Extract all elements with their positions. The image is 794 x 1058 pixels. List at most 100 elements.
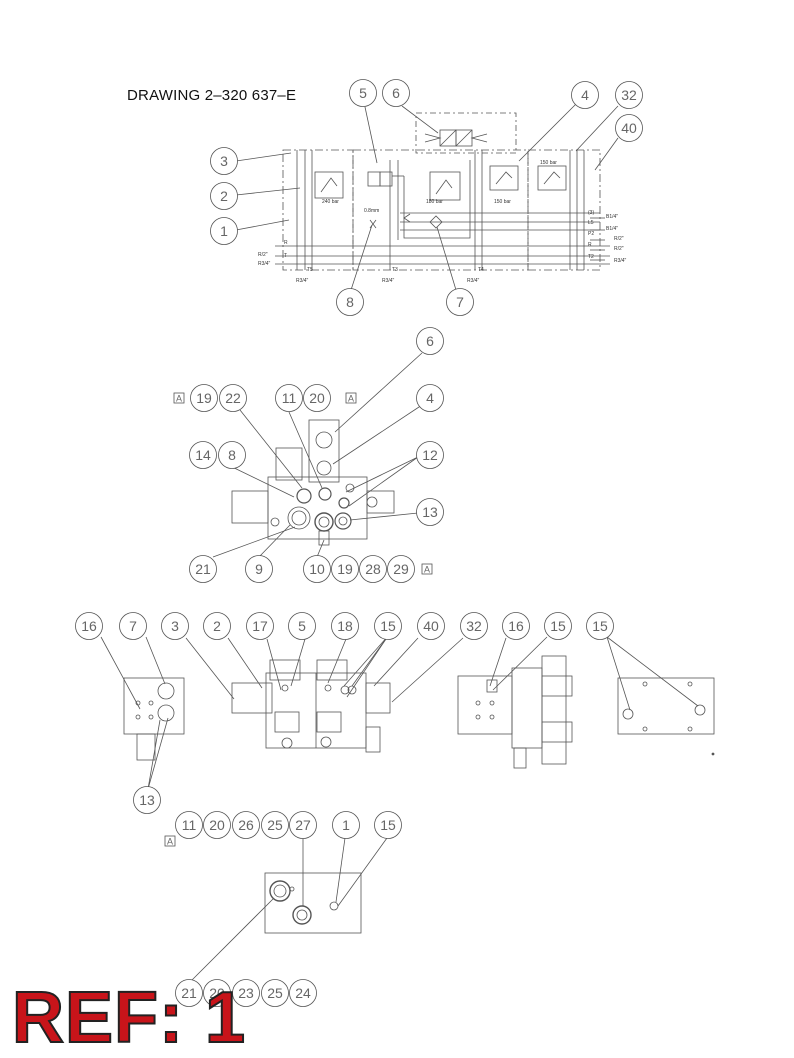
svg-text:32: 32 <box>621 87 637 103</box>
valve-setting-label: 240 bar <box>322 199 339 205</box>
callout-balloon-40: 40 <box>615 114 643 142</box>
svg-text:16: 16 <box>508 618 524 634</box>
svg-text:29: 29 <box>393 561 409 577</box>
svg-text:10: 10 <box>309 561 325 577</box>
callout-balloon-4: 4 <box>571 81 599 109</box>
callout-balloon-25: 25 <box>261 979 289 1007</box>
svg-text:A: A <box>176 394 182 404</box>
port-label: T2 <box>588 254 594 260</box>
valve-setting-label: 0.8mm <box>364 208 379 214</box>
section-mark-A: A <box>164 835 176 847</box>
port-label: P2 <box>588 231 594 237</box>
svg-text:21: 21 <box>195 561 211 577</box>
svg-text:25: 25 <box>267 985 283 1001</box>
svg-text:16: 16 <box>81 618 97 634</box>
callout-balloon-25: 25 <box>261 811 289 839</box>
section-mark-A: A <box>345 392 357 404</box>
port-label: (3) <box>588 210 594 216</box>
callout-balloon-32: 32 <box>460 612 488 640</box>
callout-balloon-3: 3 <box>161 612 189 640</box>
svg-text:20: 20 <box>209 985 225 1001</box>
section-mark-A: A <box>421 563 433 575</box>
port-label: R3/4" <box>296 278 309 284</box>
svg-text:3: 3 <box>220 153 228 169</box>
port-label: T4 <box>478 267 484 273</box>
svg-text:40: 40 <box>423 618 439 634</box>
port-label: T5 <box>307 267 313 273</box>
svg-text:40: 40 <box>621 120 637 136</box>
port-label: L5 <box>588 220 594 226</box>
svg-text:2: 2 <box>220 188 228 204</box>
port-label: B1/4" <box>606 214 618 220</box>
callout-balloon-27: 27 <box>289 811 317 839</box>
callout-balloon-15: 15 <box>374 612 402 640</box>
port-label: R3/4" <box>614 258 627 264</box>
svg-text:1: 1 <box>342 817 350 833</box>
svg-text:4: 4 <box>426 390 434 406</box>
svg-text:A: A <box>167 837 173 847</box>
port-label: R3/4" <box>467 278 480 284</box>
callout-balloon-16: 16 <box>75 612 103 640</box>
callout-balloon-5: 5 <box>349 79 377 107</box>
callout-balloon-2: 2 <box>203 612 231 640</box>
manifold-bottom-view <box>189 837 388 983</box>
svg-text:15: 15 <box>592 618 608 634</box>
callout-balloon-26: 26 <box>232 811 260 839</box>
port-label: R3/4" <box>382 278 395 284</box>
callout-balloon-20: 20 <box>303 384 331 412</box>
callout-balloon-7: 7 <box>446 288 474 316</box>
callout-balloon-1: 1 <box>332 811 360 839</box>
valve-setting-label: 180 bar <box>426 199 443 205</box>
callout-balloon-21: 21 <box>189 555 217 583</box>
callout-balloon-20: 20 <box>203 979 231 1007</box>
svg-text:20: 20 <box>209 817 225 833</box>
svg-text:18: 18 <box>337 618 353 634</box>
callout-balloon-17: 17 <box>246 612 274 640</box>
callout-balloon-13: 13 <box>133 786 161 814</box>
callout-balloon-7: 7 <box>119 612 147 640</box>
port-label: R3/4" <box>258 261 271 267</box>
svg-text:19: 19 <box>337 561 353 577</box>
svg-text:27: 27 <box>295 817 311 833</box>
svg-text:17: 17 <box>252 618 268 634</box>
callout-balloon-18: 18 <box>331 612 359 640</box>
hydraulic-schematic <box>235 103 619 291</box>
svg-text:7: 7 <box>129 618 137 634</box>
drawing-title: DRAWING 2–320 637–E <box>127 87 297 104</box>
port-label: R <box>588 242 592 248</box>
callout-balloon-20: 20 <box>203 811 231 839</box>
callout-balloon-6: 6 <box>382 79 410 107</box>
svg-text:1: 1 <box>220 223 228 239</box>
svg-text:19: 19 <box>196 390 212 406</box>
callout-balloon-15: 15 <box>586 612 614 640</box>
callout-balloon-24: 24 <box>289 979 317 1007</box>
callout-balloon-8: 8 <box>336 288 364 316</box>
callout-balloon-29: 29 <box>387 555 415 583</box>
callout-balloon-19: 19 <box>331 555 359 583</box>
callout-balloon-1: 1 <box>210 217 238 245</box>
callout-balloon-2: 2 <box>210 182 238 210</box>
svg-text:26: 26 <box>238 817 254 833</box>
svg-text:12: 12 <box>422 447 438 463</box>
callout-balloon-10: 10 <box>303 555 331 583</box>
callout-balloon-5: 5 <box>288 612 316 640</box>
svg-text:21: 21 <box>181 985 197 1001</box>
svg-text:23: 23 <box>238 985 254 1001</box>
svg-text:24: 24 <box>295 985 311 1001</box>
callout-balloon-4: 4 <box>416 384 444 412</box>
svg-text:11: 11 <box>282 390 297 406</box>
port-label: R/2" <box>614 236 624 242</box>
port-label: R <box>284 240 288 246</box>
callout-balloon-6: 6 <box>416 327 444 355</box>
svg-text:13: 13 <box>422 504 438 520</box>
svg-text:11: 11 <box>182 817 197 833</box>
svg-text:7: 7 <box>456 294 464 310</box>
callout-balloon-21: 21 <box>175 979 203 1007</box>
svg-text:14: 14 <box>195 447 211 463</box>
svg-text:6: 6 <box>392 85 400 101</box>
callout-balloon-28: 28 <box>359 555 387 583</box>
callout-balloon-16: 16 <box>502 612 530 640</box>
